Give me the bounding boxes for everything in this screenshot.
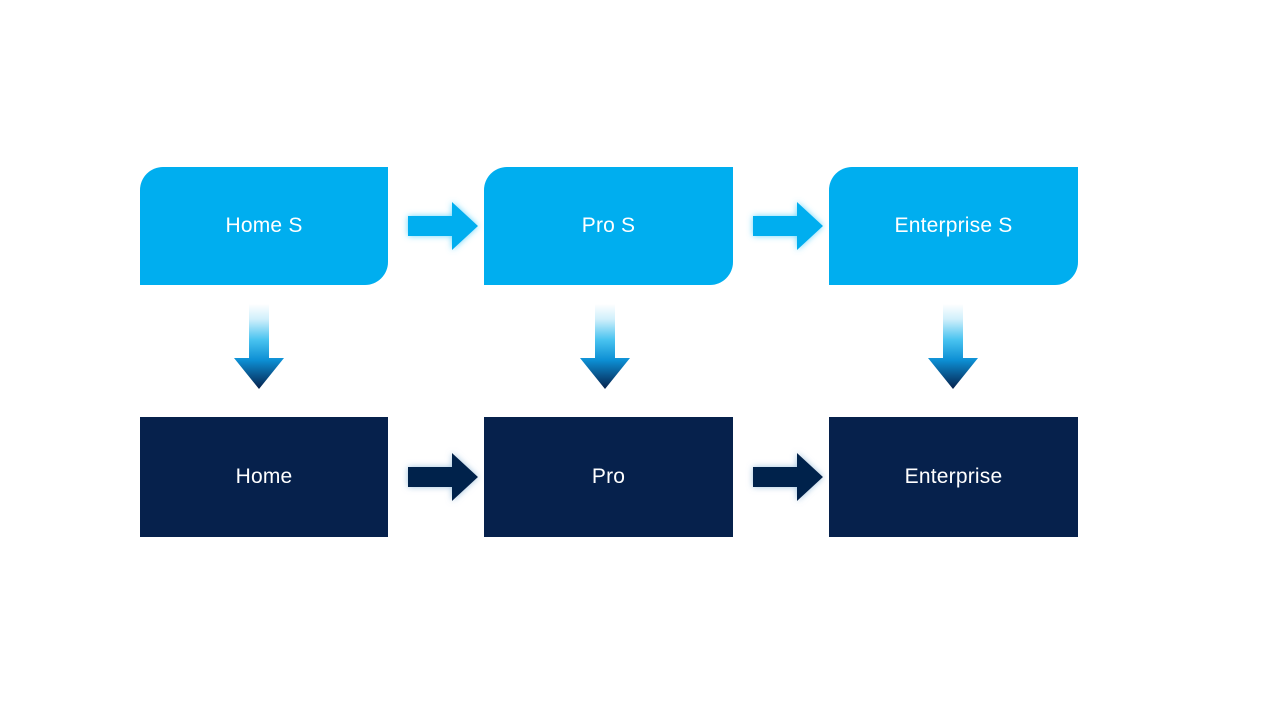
node-label: Home: [235, 465, 293, 489]
arrow-right-icon-home-to-pro: [404, 449, 482, 505]
node-home-product[interactable]: Home: [140, 417, 388, 537]
node-label: Enterprise S: [894, 214, 1013, 238]
arrow-down-icon-enterprise-service-to-enterprise: [925, 302, 981, 392]
node-home-service[interactable]: Home S: [140, 167, 388, 285]
node-enterprise-product[interactable]: Enterprise: [829, 417, 1078, 537]
node-label: Pro S: [581, 214, 636, 238]
arrow-down-icon-home-service-to-home: [231, 302, 287, 392]
node-pro-product[interactable]: Pro: [484, 417, 733, 537]
arrow-right-icon-pro-service-to-enterprise-service: [749, 198, 827, 254]
arrow-right-icon-home-service-to-pro-service: [404, 198, 482, 254]
node-enterprise-service[interactable]: Enterprise S: [829, 167, 1078, 285]
arrow-right-icon-pro-to-enterprise: [749, 449, 827, 505]
node-label: Pro: [591, 465, 626, 489]
arrow-down-icon-pro-service-to-pro: [577, 302, 633, 392]
node-pro-service[interactable]: Pro S: [484, 167, 733, 285]
node-label: Enterprise: [904, 465, 1003, 489]
node-label: Home S: [225, 214, 303, 238]
